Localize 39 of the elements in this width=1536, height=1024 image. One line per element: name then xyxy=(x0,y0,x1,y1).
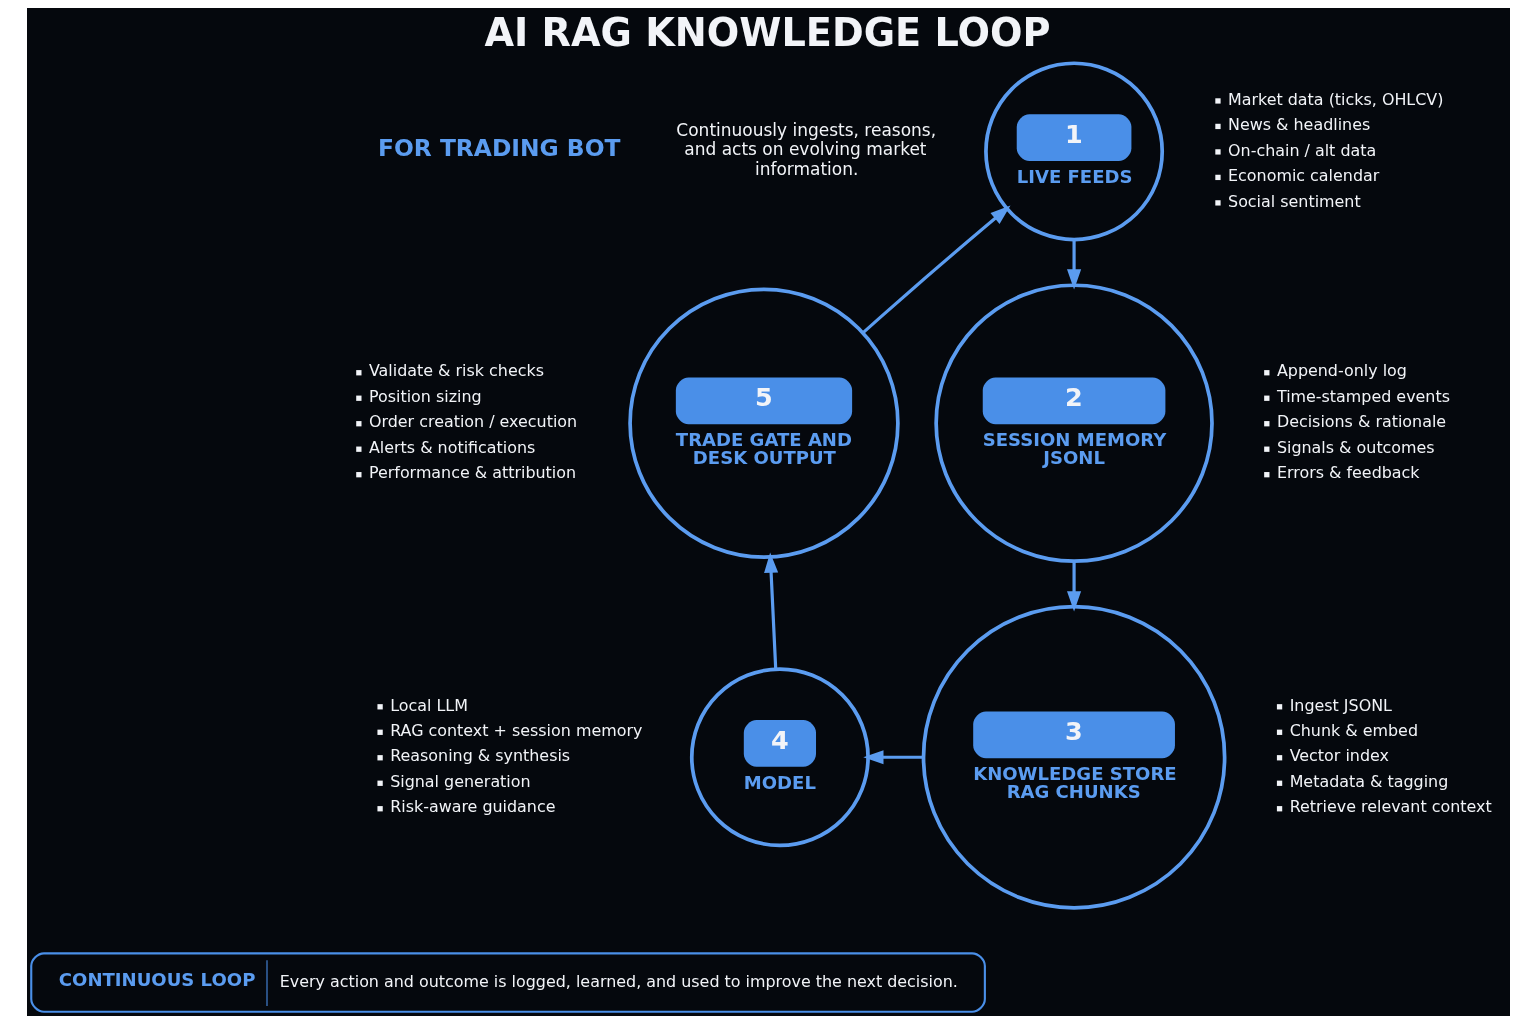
node-circle: 4 MODEL xyxy=(689,667,870,848)
node-label: Vector index xyxy=(1289,746,1389,766)
node-label: Market data (ticks, OHLCV) xyxy=(1227,89,1443,109)
node-label: Economic calendar xyxy=(1227,166,1379,186)
diagram-title: AI RAG KNOWLEDGE LOOP xyxy=(483,11,1050,56)
arrow xyxy=(763,552,778,669)
node-circle: 5 TRADE GATE AND DESK OUTPUT xyxy=(627,287,900,559)
arrow xyxy=(862,750,924,765)
node-label: Validate & risk checks xyxy=(368,361,544,381)
node-label: Time-stamped events xyxy=(1276,386,1450,406)
node-label: Signals & outcomes xyxy=(1276,437,1435,457)
node-label: News & headlines xyxy=(1227,115,1370,135)
node-label: On-chain / alt data xyxy=(1227,140,1376,160)
node-label: Local LLM xyxy=(389,695,468,715)
node-label: Metadata & tagging xyxy=(1289,771,1448,791)
node-label: Decisions & rationale xyxy=(1276,412,1446,432)
node-label: Risk-aware guidance xyxy=(389,797,555,817)
node-label: Reasoning & synthesis xyxy=(389,746,570,766)
arrow xyxy=(1066,561,1081,612)
node-label: RAG context + session memory xyxy=(389,721,642,741)
node-label: Alerts & notifications xyxy=(368,437,535,457)
node-label: Signal generation xyxy=(389,771,531,791)
node-label: Social sentiment xyxy=(1227,191,1361,211)
node-label: Append-only log xyxy=(1276,361,1407,381)
node-circle: 3 KNOWLEDGE STORE RAG CHUNKS xyxy=(921,604,1226,910)
arrow xyxy=(1066,239,1081,290)
node-label: Errors & feedback xyxy=(1276,463,1420,483)
label: Continuously ingests, reasons, and acts on evolving market information. xyxy=(675,120,936,179)
node-label: Ingest JSONL xyxy=(1289,695,1392,715)
arrow xyxy=(861,205,1010,334)
node-label: Order creation / execution xyxy=(368,412,577,432)
node-label: Performance & attribution xyxy=(368,463,576,483)
node-label: Chunk & embed xyxy=(1289,721,1418,741)
node-circle: 1 LIVE FEEDS xyxy=(983,61,1164,242)
node-circle: 2 SESSION MEMORY JSONL xyxy=(933,283,1214,563)
node-label: Position sizing xyxy=(368,386,482,406)
node-label: Retrieve relevant context xyxy=(1289,797,1492,817)
label: FOR TRADING BOT xyxy=(377,134,620,163)
node-box: CONTINUOUS LOOP Every action and outcome is logged, learned, and used to improve the next decision. xyxy=(29,952,986,1013)
